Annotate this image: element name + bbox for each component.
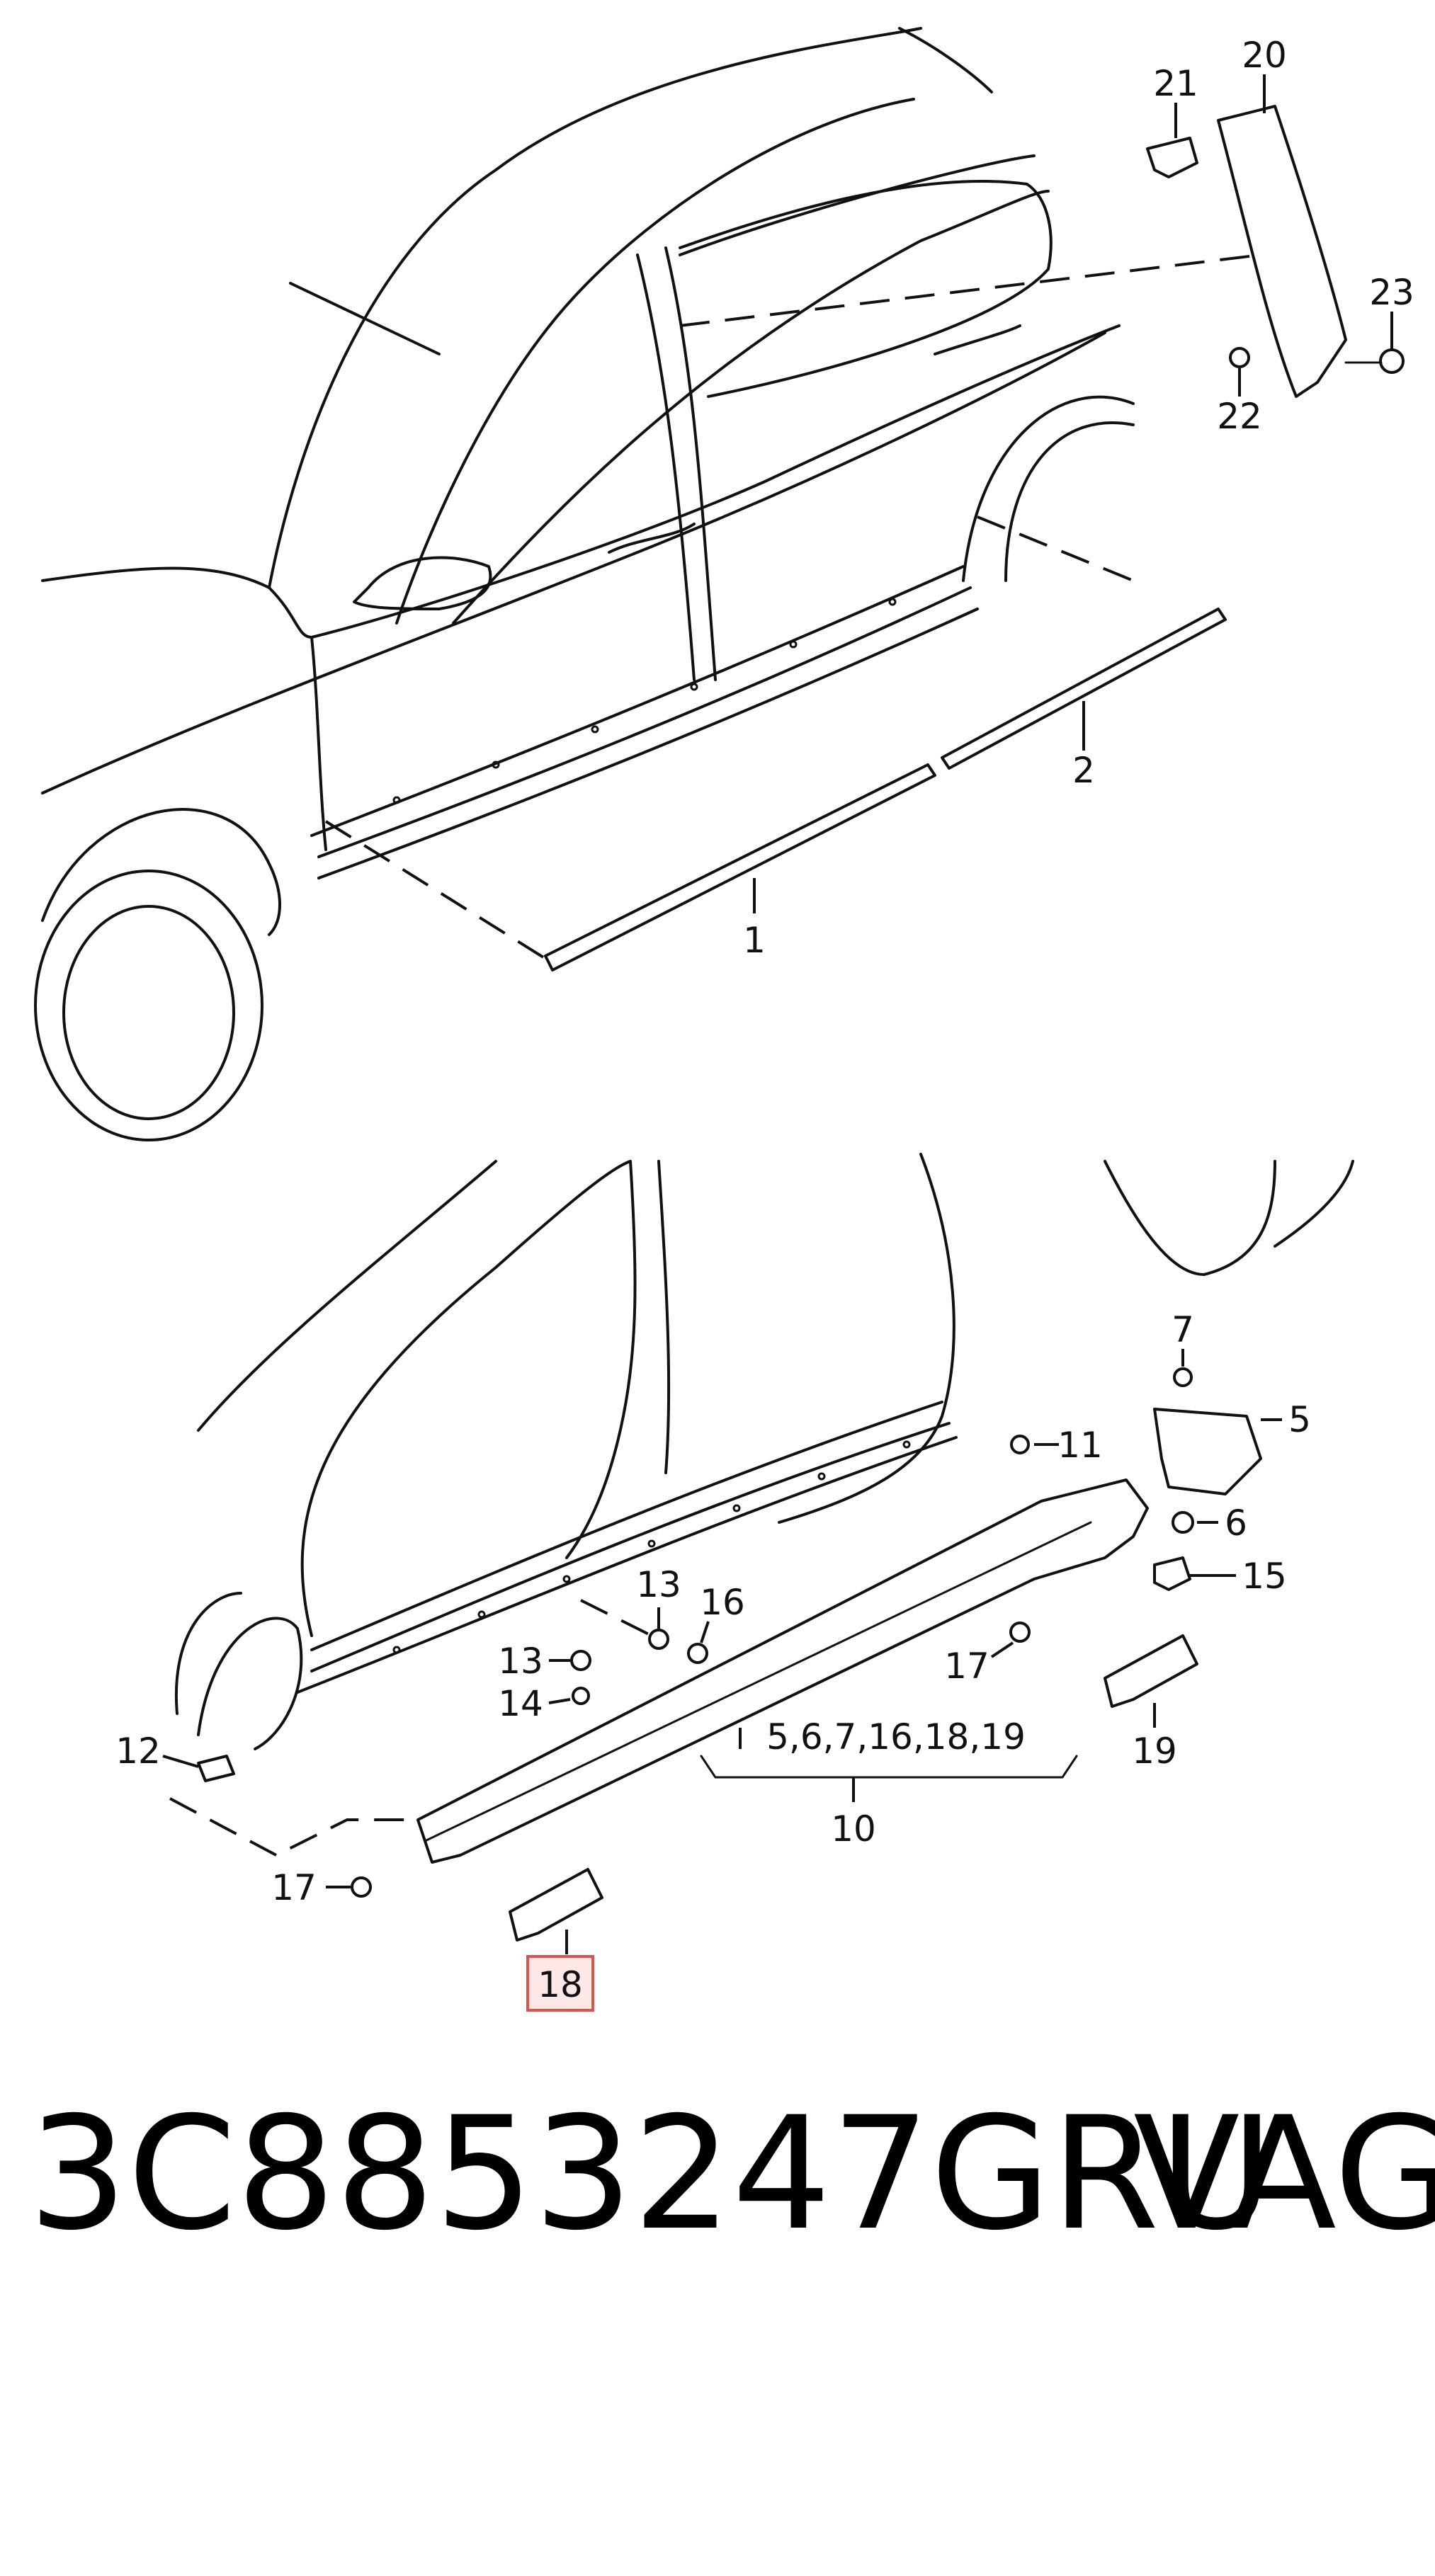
callout-1: 1	[743, 920, 766, 961]
callout-17-right: 17	[944, 1646, 989, 1687]
part-number: 3C8853247GRU	[28, 2083, 1274, 2264]
rear-arch-trim	[1217, 105, 1347, 398]
car-body-top-illustration	[34, 27, 1135, 1141]
end-cap-part-19	[1104, 1634, 1198, 1708]
callout-7: 7	[1172, 1309, 1194, 1350]
callout-22: 22	[1217, 396, 1262, 437]
callout-18-highlighted: 18	[538, 1964, 583, 2005]
brand: VAG	[1133, 2083, 1435, 2264]
callout-20: 20	[1242, 35, 1287, 76]
parts-diagram: 21 20 23 22 2 1	[34, 27, 1414, 2012]
callout-13-upper: 13	[636, 1564, 681, 1605]
callout-group-5-6-7-16-18-19: 5,6,7,16,18,19	[766, 1716, 1026, 1757]
callout-15: 15	[1242, 1556, 1287, 1597]
side-sill-panel	[416, 1478, 1149, 1864]
callout-14: 14	[498, 1683, 543, 1724]
clip-part-7	[1173, 1367, 1193, 1387]
front-door-moulding	[544, 763, 936, 971]
rear-door-moulding	[941, 608, 1227, 770]
callout-11: 11	[1057, 1425, 1103, 1466]
callout-12: 12	[115, 1731, 161, 1772]
clip-part-16	[687, 1643, 708, 1664]
clip-part-13-upper	[648, 1629, 669, 1650]
screw-part-17-left	[351, 1876, 372, 1898]
callout-10: 10	[831, 1808, 876, 1850]
clip-part-15	[1153, 1556, 1191, 1591]
screw-part-23	[1379, 348, 1405, 374]
clip-part-13-lower	[570, 1650, 591, 1671]
washer-part-14	[572, 1687, 590, 1705]
highlighted-callout-box	[526, 1955, 594, 2012]
callout-17-left: 17	[271, 1867, 317, 1908]
end-cap-part-18	[509, 1868, 603, 1942]
bracket-part-5	[1153, 1408, 1262, 1495]
callout-5: 5	[1288, 1399, 1311, 1440]
car-body-bottom-illustration	[174, 1153, 1354, 1750]
callout-2: 2	[1072, 750, 1095, 791]
callout-21: 21	[1153, 63, 1198, 104]
callout-16: 16	[700, 1582, 745, 1623]
callout-13-lower: 13	[498, 1641, 543, 1682]
callout-23: 23	[1369, 272, 1414, 313]
callout-6: 6	[1225, 1503, 1247, 1544]
clip-part-6	[1172, 1511, 1194, 1534]
caption: 3C8853247GRU VAG	[28, 2083, 1435, 2563]
callout-19: 19	[1132, 1731, 1177, 1772]
bolt-part-12	[197, 1755, 235, 1782]
clip-part-11	[1010, 1435, 1030, 1454]
screw-part-17-right	[1009, 1622, 1031, 1643]
push-rivet-part-22	[1229, 347, 1250, 368]
clip-part-21	[1146, 137, 1198, 178]
